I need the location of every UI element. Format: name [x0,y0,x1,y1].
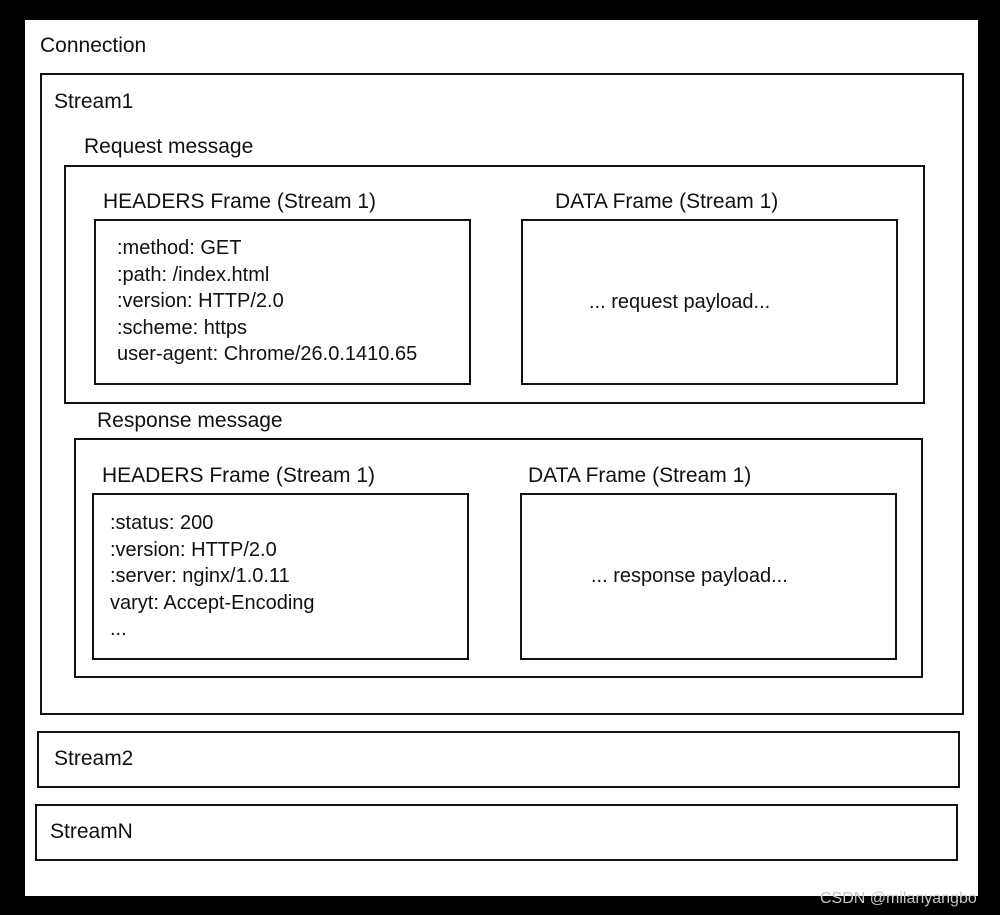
header-line: user-agent: Chrome/26.0.1410.65 [117,343,418,365]
header-line: varyt: Accept-Encoding [110,591,315,614]
request-headers-frame-lines: :method: GET :path: /index.html :version… [117,235,417,368]
request-payload-text: ... request payload... [589,291,771,313]
response-payload-text: ... response payload... [591,565,788,587]
request-headers-frame-title: HEADERS Frame (Stream 1) [103,190,377,213]
request-message-label: Request message [84,135,254,158]
header-line: :method: GET [117,237,242,259]
response-data-frame-title: DATA Frame (Stream 1) [528,464,752,487]
header-line: :scheme: https [117,316,248,339]
response-data-frame-box [520,493,897,660]
stream1-label: Stream1 [54,90,134,113]
response-message-label: Response message [97,409,283,432]
header-line: :version: HTTP/2.0 [117,290,284,312]
stream2-label: Stream2 [54,747,134,770]
request-headers-frame-box [94,219,471,385]
header-line: :path: /index.html [117,263,270,286]
header-line: :status: 200 [110,512,214,534]
header-line: :version: HTTP/2.0 [110,538,277,561]
header-line: ... [110,618,127,640]
stream2-box [37,731,960,788]
header-line: :server: nginx/1.0.11 [110,565,290,587]
streamN-label: StreamN [50,820,133,843]
response-headers-frame-lines: :status: 200 :version: HTTP/2.0 :server:… [110,510,315,643]
request-data-frame-box [521,219,898,385]
streamN-box [35,804,958,861]
response-headers-frame-title: HEADERS Frame (Stream 1) [102,464,376,487]
connection-label: Connection [40,34,147,57]
request-data-frame-title: DATA Frame (Stream 1) [555,190,779,213]
watermark-text: CSDN @milanyangbo [820,890,977,907]
response-headers-frame-box [92,493,469,660]
